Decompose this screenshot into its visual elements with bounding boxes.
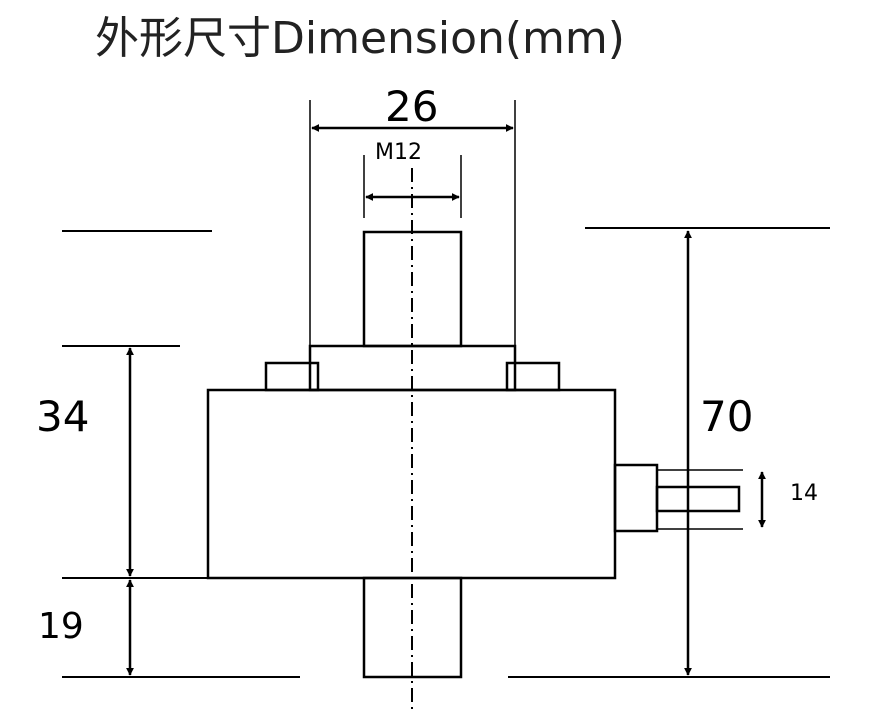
connector-pin: [655, 485, 741, 513]
right-tab: [505, 361, 561, 392]
reference-lines: [62, 227, 830, 678]
dimension-arrows: [126, 124, 766, 676]
extension-lines: [309, 100, 516, 350]
label-14: 14: [790, 481, 818, 506]
connector-base: [613, 463, 659, 533]
label-26: 26: [385, 82, 439, 131]
label-m12: M12: [375, 140, 422, 165]
label-34: 34: [36, 392, 90, 441]
label-70: 70: [700, 392, 754, 441]
diagram-title: 外形尺寸Dimension(mm): [95, 13, 625, 64]
left-tab: [264, 361, 320, 392]
sensor-outline: [206, 230, 743, 679]
label-19: 19: [38, 606, 84, 647]
